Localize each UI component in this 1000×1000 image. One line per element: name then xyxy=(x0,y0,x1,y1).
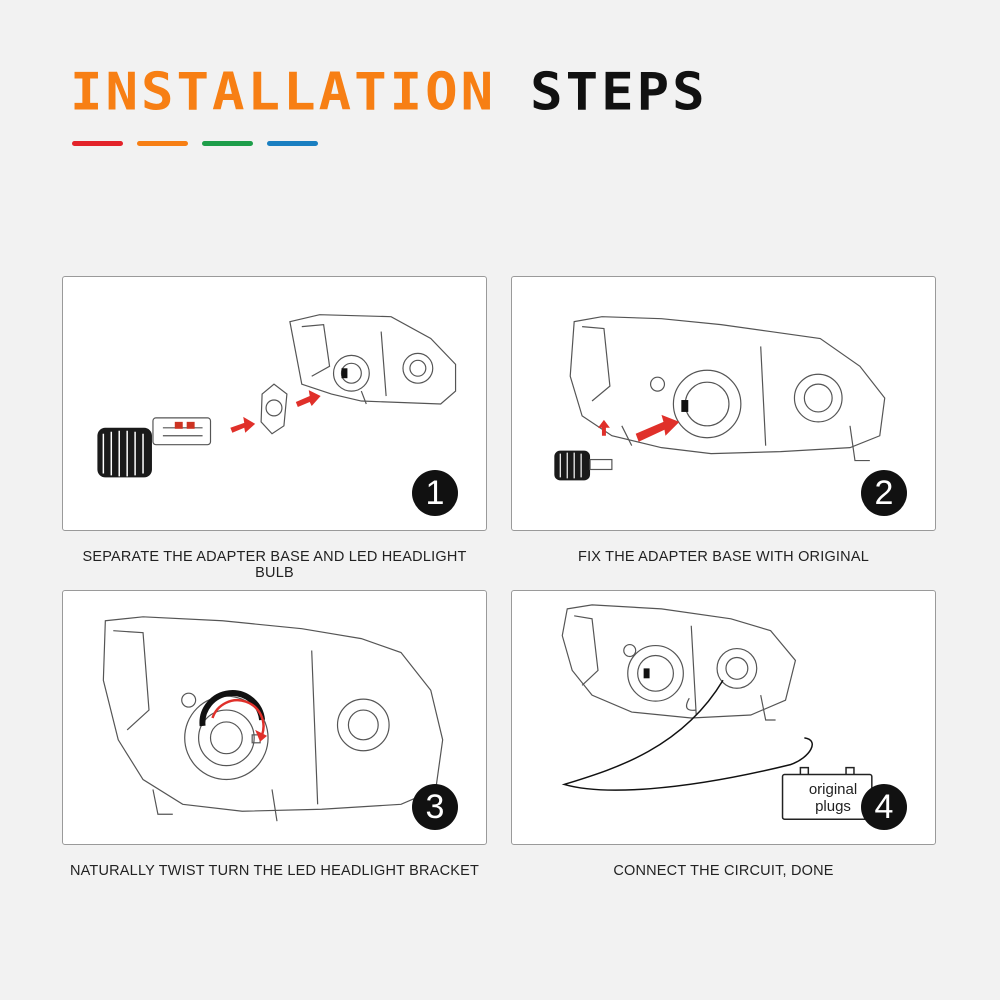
title-word-steps: STEPS xyxy=(530,62,708,122)
step-2-number-badge: 2 xyxy=(861,470,907,516)
title-word-installation: INSTALLATION xyxy=(70,62,497,122)
accent-bar-green xyxy=(202,141,253,146)
accent-bar-blue xyxy=(267,141,318,146)
accent-bar-orange xyxy=(137,141,188,146)
step-1-number-badge: 1 xyxy=(412,470,458,516)
step-3-number-badge: 3 xyxy=(412,784,458,830)
step-4-caption: CONNECT THE CIRCUIT, DONE xyxy=(613,863,834,879)
step-3-caption: NATURALLY TWIST TURN THE LED HEADLIGHT B… xyxy=(69,863,480,879)
page-title: INSTALLATION STEPS xyxy=(70,64,708,121)
step-4-panel: original plugs 4 xyxy=(511,590,936,845)
step-2-illustration xyxy=(554,316,886,481)
original-plugs-label: original plugs xyxy=(808,781,858,815)
accent-bars xyxy=(72,141,318,146)
step-2-caption: FIX THE ADAPTER BASE WITH ORIGINAL xyxy=(578,549,869,565)
step-1-illustration xyxy=(97,314,457,478)
step-4-number-badge: 4 xyxy=(861,784,907,830)
step-4-illustration xyxy=(561,604,873,820)
step-1-panel: 1 xyxy=(62,276,487,531)
step-2-panel: 2 xyxy=(511,276,936,531)
accent-bar-red xyxy=(72,141,123,146)
step-1-caption: SEPARATE THE ADAPTER BASE AND LED HEADLI… xyxy=(82,549,467,581)
step-3-panel: 3 xyxy=(62,590,487,845)
